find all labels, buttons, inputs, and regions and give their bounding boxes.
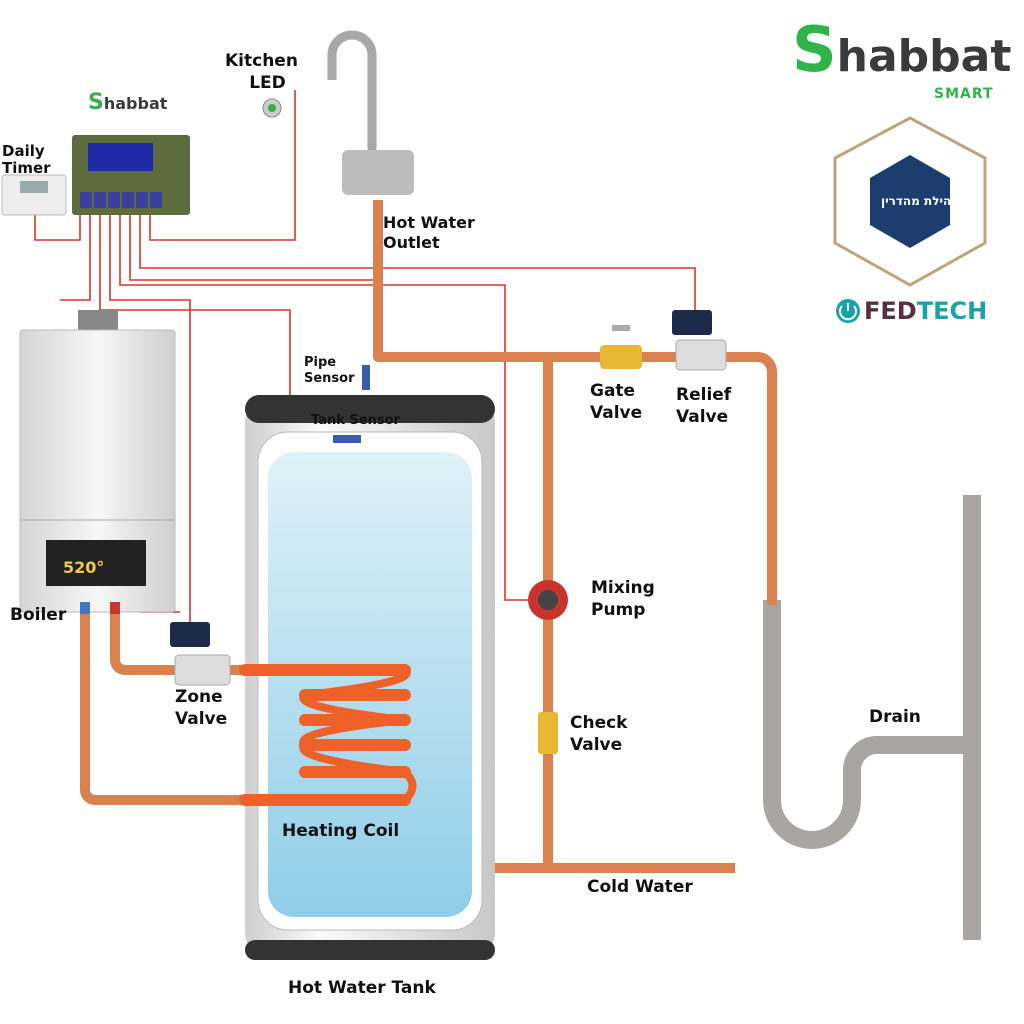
hechsher-text: קהילת מהדרין xyxy=(881,194,961,208)
control-wires xyxy=(34,90,696,630)
label-heating-coil: Heating Coil xyxy=(282,821,400,841)
faucet xyxy=(327,30,377,160)
drain-pipe xyxy=(763,495,981,940)
fedtech-fed: FED xyxy=(864,297,917,325)
shabbat-smart-logo-small: Shabbat xyxy=(88,90,167,117)
pipe-sensor xyxy=(362,365,370,390)
shabbat-smart-logo: Shabbat SMART xyxy=(792,18,1012,103)
heating-coil xyxy=(239,664,417,806)
logo-sub: SMART xyxy=(934,86,994,102)
gate-valve xyxy=(600,345,642,369)
logo-initial: S xyxy=(792,13,837,86)
label-tank-sensor: Tank Sensor xyxy=(311,413,400,428)
daily-timer xyxy=(1,174,67,216)
boiler-display: 520° xyxy=(63,558,105,577)
label-boiler: Boiler xyxy=(10,605,67,625)
check-valve xyxy=(538,712,558,754)
faucet-body xyxy=(342,150,414,195)
small-logo-initial: S xyxy=(88,90,104,115)
label-cold-water: Cold Water xyxy=(587,877,693,897)
label-hot-water-tank: Hot Water Tank xyxy=(288,978,436,998)
small-logo-main: habbat xyxy=(103,94,168,113)
relief-valve xyxy=(675,339,727,371)
fedtech-logo: FEDTECH xyxy=(864,296,987,326)
tank-sensor xyxy=(333,435,361,443)
logo-main: habbat xyxy=(836,31,1012,82)
zone-valve xyxy=(174,654,231,686)
fedtech-tech: TECH xyxy=(916,297,988,325)
label-drain: Drain xyxy=(869,707,921,727)
